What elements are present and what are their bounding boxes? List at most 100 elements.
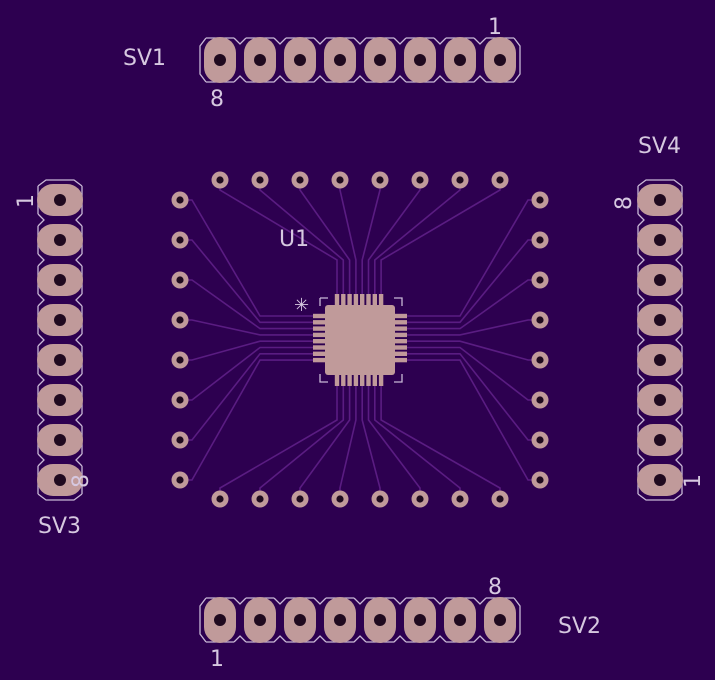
via-bottom-1-hole xyxy=(216,495,224,503)
via-top-2-hole xyxy=(256,176,264,184)
sv4-header xyxy=(637,179,683,501)
sv1-label: SV1 xyxy=(123,46,166,71)
via-top-3-hole xyxy=(296,176,304,184)
chip-pad-right-2 xyxy=(393,320,407,325)
chip-pad-top-7 xyxy=(372,294,377,308)
chip-pad-right-3 xyxy=(393,326,407,331)
chip-silk-corner-4 xyxy=(394,374,403,383)
sv3-header xyxy=(37,179,83,501)
chip-pad-top-4 xyxy=(353,294,359,308)
via-left-3-hole xyxy=(176,276,184,284)
sv1-hole-7 xyxy=(254,54,266,66)
via-bottom-6-hole xyxy=(416,495,424,503)
via-right-4-hole xyxy=(536,316,544,324)
via-right-8-hole xyxy=(536,476,544,484)
via-left-6-hole xyxy=(176,396,184,404)
via-left-5-hole xyxy=(176,356,184,364)
via-bottom-7-hole xyxy=(456,495,464,503)
via-bottom-3-hole xyxy=(296,495,304,503)
chip-pad-bottom-7 xyxy=(372,372,377,386)
via-left-8-hole xyxy=(176,476,184,484)
u1-label: U1 xyxy=(279,227,309,252)
sv1-hole-8 xyxy=(214,54,226,66)
sv4-hole-4 xyxy=(654,354,666,366)
sv1-hole-5 xyxy=(334,54,346,66)
sv2-pin1-label: 1 xyxy=(210,647,224,672)
via-top-4-hole xyxy=(336,176,344,184)
chip-pad-left-3 xyxy=(313,326,327,331)
sv4-pin1-label: 1 xyxy=(681,474,706,488)
sv4-hole-1 xyxy=(654,474,666,486)
sv2-hole-6 xyxy=(414,614,426,626)
sv3-hole-2 xyxy=(54,234,66,246)
via-top-6-hole xyxy=(416,176,424,184)
sv3-hole-4 xyxy=(54,314,66,326)
sv3-hole-7 xyxy=(54,434,66,446)
sv4-pin8-label: 8 xyxy=(612,196,637,210)
sv3-hole-8 xyxy=(54,474,66,486)
via-bottom-8-hole xyxy=(496,495,504,503)
via-top-5-hole xyxy=(376,176,384,184)
sv2-header xyxy=(199,597,521,643)
via-left-2-hole xyxy=(176,236,184,244)
chip-pad-right-8 xyxy=(393,357,407,363)
sv1-header xyxy=(199,37,521,83)
sv2-hole-1 xyxy=(214,614,226,626)
sv3-pin1-label: 1 xyxy=(14,194,39,208)
chip-u1 xyxy=(313,294,407,386)
sv2-pin8-label: 8 xyxy=(488,575,502,600)
chip-pad-left-6 xyxy=(313,345,327,350)
sv4-hole-6 xyxy=(654,274,666,286)
via-bottom-2-hole xyxy=(256,495,264,503)
sv2-hole-3 xyxy=(294,614,306,626)
chip-pad-bottom-5 xyxy=(360,372,365,386)
chip-pad-top-2 xyxy=(341,294,346,308)
via-left-4-hole xyxy=(176,316,184,324)
chip-pad-top-3 xyxy=(347,294,352,308)
chip-pad-top-5 xyxy=(360,294,365,308)
sv2-hole-5 xyxy=(374,614,386,626)
chip-pad-right-6 xyxy=(393,345,407,350)
chip-pad-top-1 xyxy=(334,294,340,308)
via-ring xyxy=(171,171,549,508)
chip-pad-right-4 xyxy=(393,332,407,338)
chip-silk-corner-1 xyxy=(319,297,328,306)
chip-pad-bottom-4 xyxy=(353,372,359,386)
sv3-pin8-label: 8 xyxy=(69,474,94,488)
sv4-hole-8 xyxy=(654,194,666,206)
chip-pad-left-2 xyxy=(313,320,327,325)
via-left-7-hole xyxy=(176,436,184,444)
sv4-hole-5 xyxy=(654,314,666,326)
via-left-1-hole xyxy=(176,196,184,204)
chip-silk-corner-3 xyxy=(319,374,328,383)
chip-pad-left-4 xyxy=(313,332,327,338)
via-right-1-hole xyxy=(536,196,544,204)
chip-pad-right-1 xyxy=(393,313,407,319)
pin-headers xyxy=(37,37,683,643)
sv4-hole-2 xyxy=(654,434,666,446)
chip-pad-left-5 xyxy=(313,339,327,344)
sv1-hole-6 xyxy=(294,54,306,66)
sv1-pin8-label: 8 xyxy=(210,87,224,112)
chip-pad-bottom-2 xyxy=(341,372,346,386)
via-right-2-hole xyxy=(536,236,544,244)
sv2-hole-2 xyxy=(254,614,266,626)
chip-pad-bottom-1 xyxy=(334,372,340,386)
sv1-hole-3 xyxy=(414,54,426,66)
chip-pad-bottom-3 xyxy=(347,372,352,386)
sv1-pin1-label: 1 xyxy=(488,15,502,40)
sv4-label: SV4 xyxy=(638,134,681,159)
chip-pad-right-7 xyxy=(393,351,407,356)
sv3-hole-3 xyxy=(54,274,66,286)
via-top-1-hole xyxy=(216,176,224,184)
sv2-hole-8 xyxy=(494,614,506,626)
via-bottom-5-hole xyxy=(376,495,384,503)
via-bottom-4-hole xyxy=(336,495,344,503)
u1-pin1-marker: ✳ xyxy=(294,295,309,316)
chip-pad-right-5 xyxy=(393,339,407,344)
sv3-label: SV3 xyxy=(38,514,81,539)
chip-pad-left-7 xyxy=(313,351,327,356)
via-right-3-hole xyxy=(536,276,544,284)
sv3-hole-5 xyxy=(54,354,66,366)
